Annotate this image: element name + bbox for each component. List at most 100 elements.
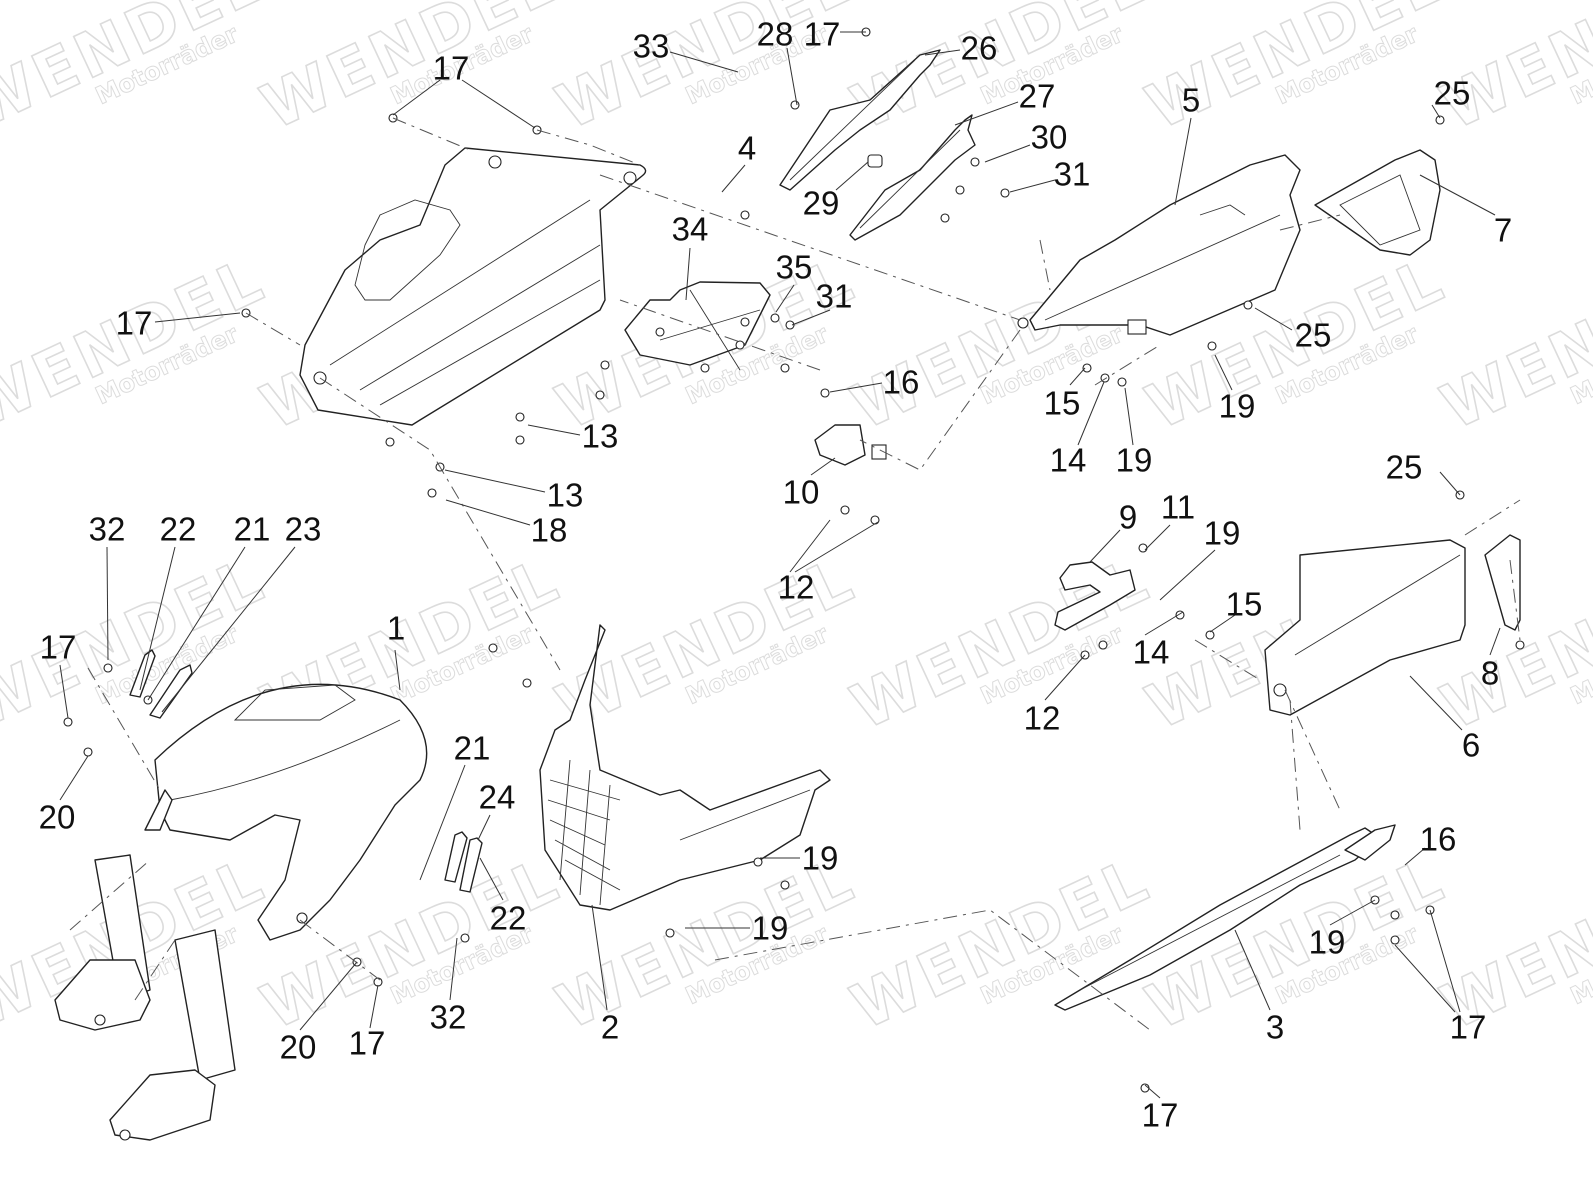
part-22-strip[interactable] bbox=[129, 649, 483, 893]
part-1-front-fender[interactable] bbox=[144, 683, 428, 941]
callout-13[interactable]: 13 bbox=[546, 476, 584, 514]
fastener bbox=[1207, 341, 1217, 351]
callout-12[interactable]: 12 bbox=[1023, 699, 1061, 737]
leader-line bbox=[1439, 471, 1461, 496]
callout-17[interactable]: 17 bbox=[803, 15, 841, 53]
leader-line bbox=[1089, 529, 1121, 563]
part-29-grommet[interactable] bbox=[867, 154, 883, 168]
callout-8[interactable]: 8 bbox=[1480, 654, 1500, 692]
callout-23[interactable]: 23 bbox=[284, 510, 322, 548]
part-4-upper-fairing[interactable] bbox=[299, 147, 647, 426]
callout-33[interactable]: 33 bbox=[632, 27, 670, 65]
callout-17[interactable]: 17 bbox=[115, 304, 153, 342]
leader-line bbox=[591, 904, 608, 1011]
leader-line bbox=[1329, 899, 1376, 926]
callout-17[interactable]: 17 bbox=[1141, 1096, 1179, 1134]
part-10-hinge[interactable] bbox=[814, 424, 887, 466]
leader-line bbox=[106, 546, 109, 661]
callout-3[interactable]: 3 bbox=[1265, 1008, 1285, 1046]
part-7-cover[interactable] bbox=[1314, 149, 1441, 256]
callout-19[interactable]: 19 bbox=[1115, 441, 1153, 479]
callout-22[interactable]: 22 bbox=[489, 899, 527, 937]
callout-15[interactable]: 15 bbox=[1225, 585, 1263, 623]
callout-22[interactable]: 22 bbox=[159, 510, 197, 548]
callout-6[interactable]: 6 bbox=[1461, 726, 1481, 764]
callout-25[interactable]: 25 bbox=[1294, 316, 1332, 354]
callout-14[interactable]: 14 bbox=[1049, 441, 1087, 479]
part-9-bracket[interactable] bbox=[1054, 561, 1136, 631]
callout-31[interactable]: 31 bbox=[1053, 155, 1091, 193]
callout-14[interactable]: 14 bbox=[1132, 633, 1170, 671]
part-8-reflector[interactable] bbox=[1484, 534, 1521, 631]
callout-21[interactable]: 21 bbox=[453, 729, 491, 767]
leader-line bbox=[1069, 367, 1086, 386]
part-5-side-panel[interactable] bbox=[1017, 154, 1301, 336]
callout-16[interactable]: 16 bbox=[882, 363, 920, 401]
part-6-lower-panel[interactable] bbox=[1264, 539, 1466, 716]
fastener bbox=[83, 747, 93, 757]
callout-17[interactable]: 17 bbox=[39, 628, 77, 666]
callout-30[interactable]: 30 bbox=[1030, 118, 1068, 156]
callout-28[interactable]: 28 bbox=[756, 15, 794, 53]
callout-10[interactable]: 10 bbox=[782, 473, 820, 511]
part-23-strip[interactable] bbox=[149, 664, 193, 719]
callout-19[interactable]: 19 bbox=[1218, 387, 1256, 425]
callout-26[interactable]: 26 bbox=[960, 29, 998, 67]
callout-19[interactable]: 19 bbox=[751, 909, 789, 947]
callout-29[interactable]: 29 bbox=[802, 184, 840, 222]
callout-20[interactable]: 20 bbox=[38, 798, 76, 836]
callout-1[interactable]: 1 bbox=[386, 609, 406, 647]
leader-line bbox=[775, 284, 795, 313]
leader-line bbox=[527, 424, 581, 436]
callout-32[interactable]: 32 bbox=[88, 510, 126, 548]
callout-19[interactable]: 19 bbox=[1203, 514, 1241, 552]
part-26-bracket[interactable] bbox=[779, 49, 941, 191]
leader-line bbox=[59, 755, 89, 801]
leader-line bbox=[1431, 104, 1441, 119]
callout-19[interactable]: 19 bbox=[801, 839, 839, 877]
part-34-plate[interactable] bbox=[624, 281, 771, 371]
callout-25[interactable]: 25 bbox=[1385, 448, 1423, 486]
callout-27[interactable]: 27 bbox=[1018, 77, 1056, 115]
callout-24[interactable]: 24 bbox=[478, 778, 516, 816]
callout-12[interactable]: 12 bbox=[777, 568, 815, 606]
leader-line bbox=[154, 312, 241, 323]
leader-line bbox=[721, 164, 746, 193]
callout-17[interactable]: 17 bbox=[432, 49, 470, 87]
callout-17[interactable]: 17 bbox=[348, 1024, 386, 1062]
callout-7[interactable]: 7 bbox=[1493, 211, 1513, 249]
leader-line bbox=[449, 937, 458, 1001]
callout-17[interactable]: 17 bbox=[1449, 1008, 1487, 1046]
callout-2[interactable]: 2 bbox=[600, 1008, 620, 1046]
callout-5[interactable]: 5 bbox=[1181, 81, 1201, 119]
leader-line bbox=[1214, 354, 1233, 391]
callout-21[interactable]: 21 bbox=[233, 510, 271, 548]
callout-13[interactable]: 13 bbox=[581, 417, 619, 455]
front-fork-right bbox=[109, 929, 236, 1141]
part-3-lower-fairing[interactable] bbox=[1054, 824, 1396, 1011]
callout-25[interactable]: 25 bbox=[1433, 74, 1471, 112]
callout-34[interactable]: 34 bbox=[671, 210, 709, 248]
leader-line bbox=[1404, 847, 1426, 866]
callout-32[interactable]: 32 bbox=[429, 998, 467, 1036]
callout-9[interactable]: 9 bbox=[1118, 498, 1138, 536]
callout-15[interactable]: 15 bbox=[1043, 384, 1081, 422]
leader-line bbox=[1394, 944, 1456, 1013]
leader-line bbox=[685, 247, 691, 301]
callout-20[interactable]: 20 bbox=[279, 1028, 317, 1066]
callout-19[interactable]: 19 bbox=[1308, 923, 1346, 961]
fastener bbox=[820, 388, 830, 398]
leader-line bbox=[392, 79, 441, 116]
callout-4[interactable]: 4 bbox=[737, 129, 757, 167]
callout-16[interactable]: 16 bbox=[1419, 820, 1457, 858]
callout-18[interactable]: 18 bbox=[530, 511, 568, 549]
fastener bbox=[103, 663, 113, 673]
part-27-bracket[interactable] bbox=[849, 114, 976, 241]
callout-35[interactable]: 35 bbox=[775, 248, 813, 286]
callout-31[interactable]: 31 bbox=[815, 277, 853, 315]
leader-line bbox=[1144, 1084, 1161, 1099]
callout-11[interactable]: 11 bbox=[1160, 488, 1196, 526]
